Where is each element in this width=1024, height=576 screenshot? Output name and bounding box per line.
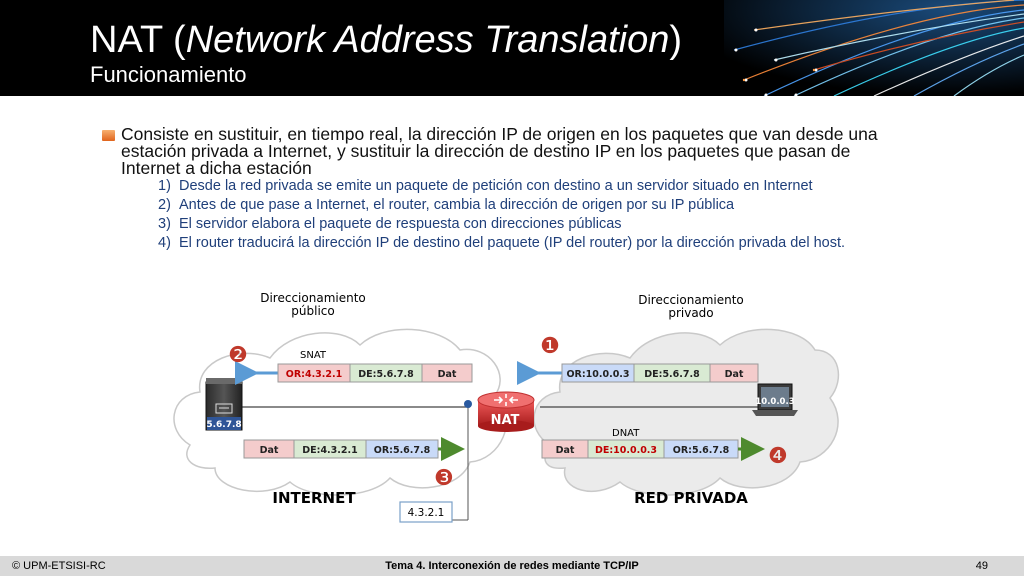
svg-text:OR:5.6.7.8: OR:5.6.7.8 — [374, 445, 431, 456]
svg-text:Dat: Dat — [260, 445, 279, 456]
step-badge-2: ❷ — [228, 343, 248, 368]
nat-router-icon — [477, 391, 535, 432]
bullet-icon — [102, 130, 115, 141]
svg-text:OR:4.3.2.1: OR:4.3.2.1 — [286, 369, 342, 380]
step-item: 4)El router traducirá la dirección IP de… — [158, 235, 846, 251]
main-bullet: Consiste en sustituir, en tiempo real, l… — [102, 124, 902, 178]
packet-public-in: Dat DE:4.3.2.1 OR:5.6.7.8 — [243, 439, 439, 459]
svg-text:Dat: Dat — [556, 445, 575, 456]
svg-text:DE:5.6.7.8: DE:5.6.7.8 — [358, 369, 414, 380]
packet-private-out: OR:10.0.0.3 DE:5.6.7.8 Dat — [561, 363, 759, 383]
private-addressing-label: Direccionamiento — [638, 293, 744, 307]
svg-text:DE:10.0.0.3: DE:10.0.0.3 — [595, 445, 657, 456]
svg-text:OR:5.6.7.8: OR:5.6.7.8 — [673, 445, 730, 456]
step-badge-3: ❸ — [434, 466, 454, 491]
host-ip: 10.0.0.3 — [755, 397, 794, 407]
router-ip: 4.3.2.1 — [408, 507, 445, 519]
steps-list: 1)Desde la red privada se emite un paque… — [158, 179, 898, 255]
step-item: 2)Antes de que pase a Internet, el route… — [158, 197, 735, 213]
private-network-label: RED PRIVADA — [634, 489, 748, 507]
step-badge-1: ❶ — [540, 334, 560, 359]
step-badge-4: ❹ — [768, 444, 788, 469]
slide-header: NAT (Network Address Translation) Funcio… — [0, 0, 1024, 96]
public-addressing-label: público — [291, 304, 334, 318]
server-ip: 5.6.7.8 — [206, 420, 241, 430]
svg-text:DE:4.3.2.1: DE:4.3.2.1 — [302, 445, 357, 456]
router-label: NAT — [491, 413, 520, 428]
packet-snat: OR:4.3.2.1 DE:5.6.7.8 Dat — [277, 363, 473, 383]
dnat-label: DNAT — [612, 428, 640, 439]
step-item: 1)Desde la red privada se emite un paque… — [158, 178, 813, 194]
bullet-text: Consiste en sustituir, en tiempo real, l… — [121, 124, 878, 178]
router-interface-dot — [464, 400, 472, 408]
footer-course-title: Tema 4. Interconexión de redes mediante … — [385, 560, 639, 572]
svg-text:Dat: Dat — [438, 369, 457, 380]
slide-footer: Tema 4. Interconexión de redes mediante … — [0, 556, 1024, 576]
router-ip-box — [399, 501, 453, 523]
nat-diagram: Direccionamiento público Direccionamient… — [173, 291, 840, 523]
snat-label: SNAT — [300, 350, 327, 361]
page-number: 49 — [975, 560, 988, 572]
footer-copyright: © UPM-ETSISI-RC — [12, 560, 106, 572]
svg-text:DE:5.6.7.8: DE:5.6.7.8 — [644, 369, 700, 380]
public-addressing-label: Direccionamiento — [260, 291, 366, 305]
fiber-optic-image — [724, 0, 1024, 96]
laptop-icon — [752, 383, 798, 416]
svg-text:OR:10.0.0.3: OR:10.0.0.3 — [566, 369, 629, 380]
internet-label: INTERNET — [272, 489, 356, 507]
svg-text:Dat: Dat — [725, 369, 744, 380]
private-addressing-label: privado — [668, 306, 713, 320]
slide-title: NAT (Network Address Translation) — [90, 19, 683, 61]
packet-dnat: Dat DE:10.0.0.3 OR:5.6.7.8 — [541, 439, 739, 459]
slide-subtitle: Funcionamiento — [90, 62, 247, 87]
server-icon — [205, 378, 243, 431]
step-item: 3)El servidor elabora el paquete de resp… — [158, 216, 622, 232]
